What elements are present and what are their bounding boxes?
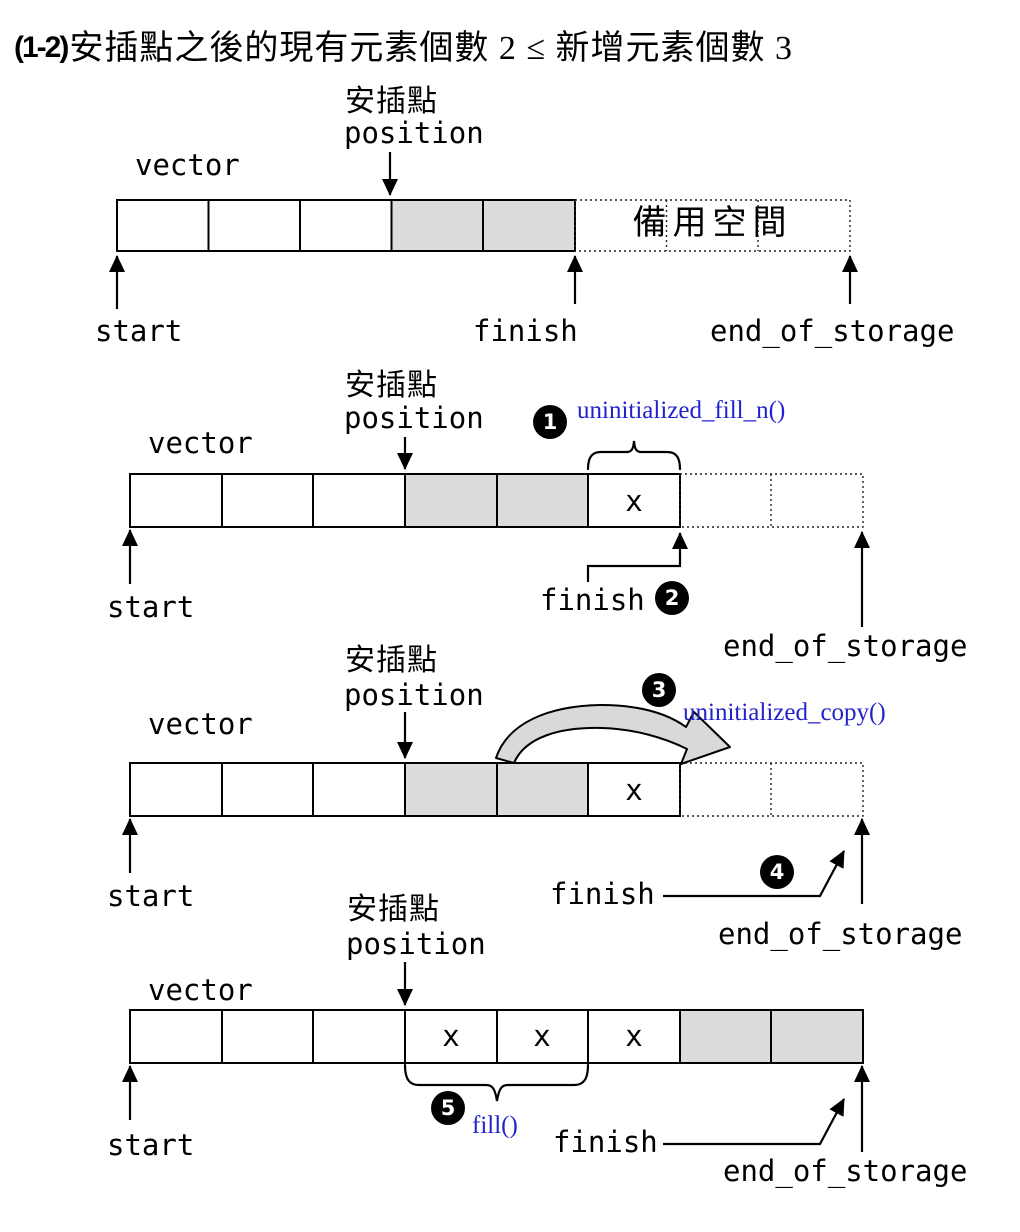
position-label: position bbox=[344, 116, 484, 150]
finish-label: finish bbox=[473, 314, 578, 348]
fill-range-brace-icon bbox=[403, 1063, 590, 1102]
vector-label: vector bbox=[135, 148, 240, 182]
end-of-storage-label: end_of_storage bbox=[718, 917, 963, 951]
vector-label: vector bbox=[148, 973, 253, 1007]
start-label: start bbox=[95, 314, 183, 348]
insert-point-label: 安插點 bbox=[345, 85, 438, 118]
finish-bent-arrow-icon bbox=[663, 1098, 845, 1146]
finish-label: finish bbox=[550, 877, 655, 911]
spare-space-label: 備用空間 bbox=[632, 205, 793, 242]
end-of-storage-label: end_of_storage bbox=[710, 314, 955, 348]
cell-value-x: x bbox=[625, 773, 643, 807]
start-label: start bbox=[107, 879, 195, 913]
uninitialized-copy-label: uninitialized_copy() bbox=[683, 699, 886, 726]
figure-caption: 安插點之後的現有元素個數 2 ≤ 新增元素個數 3 bbox=[69, 30, 794, 67]
step-badge-4: 4 bbox=[760, 855, 794, 889]
figure-number: (1-2) bbox=[14, 31, 69, 64]
step-badge-2: 2 bbox=[655, 581, 689, 615]
cell-value-x: x bbox=[442, 1019, 460, 1053]
figure-title: (1-2)安插點之後的現有元素個數 2 ≤ 新增元素個數 3 bbox=[14, 20, 793, 69]
insert-point-label: 安插點 bbox=[345, 644, 438, 677]
stage4-vector-array bbox=[122, 962, 870, 1152]
finish-label: finish bbox=[540, 583, 645, 617]
vector-label: vector bbox=[148, 426, 253, 460]
stage1-spare-space-outline bbox=[574, 199, 851, 252]
position-label: position bbox=[344, 678, 484, 712]
stage3-vector-array bbox=[122, 704, 870, 904]
uninitialized-fill-n-label: uninitialized_fill_n() bbox=[577, 397, 786, 424]
insert-point-label: 安插點 bbox=[347, 893, 440, 926]
stage1-vector-array bbox=[109, 152, 858, 309]
end-of-storage-label: end_of_storage bbox=[723, 629, 968, 663]
end-of-storage-label: end_of_storage bbox=[723, 1154, 968, 1188]
cell-value-x: x bbox=[625, 484, 643, 518]
finish-bent-arrow-icon bbox=[663, 850, 845, 898]
fill-label: fill() bbox=[472, 1112, 518, 1139]
vector-label: vector bbox=[148, 707, 253, 741]
step-badge-3: 3 bbox=[642, 673, 676, 707]
position-label: position bbox=[346, 927, 486, 961]
finish-elbow-arrow-icon bbox=[586, 532, 688, 582]
step-badge-1: 1 bbox=[533, 405, 567, 439]
insert-point-label: 安插點 bbox=[345, 369, 438, 402]
fill-n-range-brace-icon bbox=[586, 440, 682, 471]
step-badge-5: 5 bbox=[431, 1091, 465, 1125]
cell-value-x: x bbox=[625, 1019, 643, 1053]
start-label: start bbox=[107, 590, 195, 624]
cell-value-x: x bbox=[533, 1019, 551, 1053]
stage2-vector-array bbox=[122, 437, 870, 627]
position-label: position bbox=[344, 401, 484, 435]
finish-label: finish bbox=[553, 1125, 658, 1159]
start-label: start bbox=[107, 1128, 195, 1162]
copy-curved-arrow-icon bbox=[495, 704, 731, 765]
